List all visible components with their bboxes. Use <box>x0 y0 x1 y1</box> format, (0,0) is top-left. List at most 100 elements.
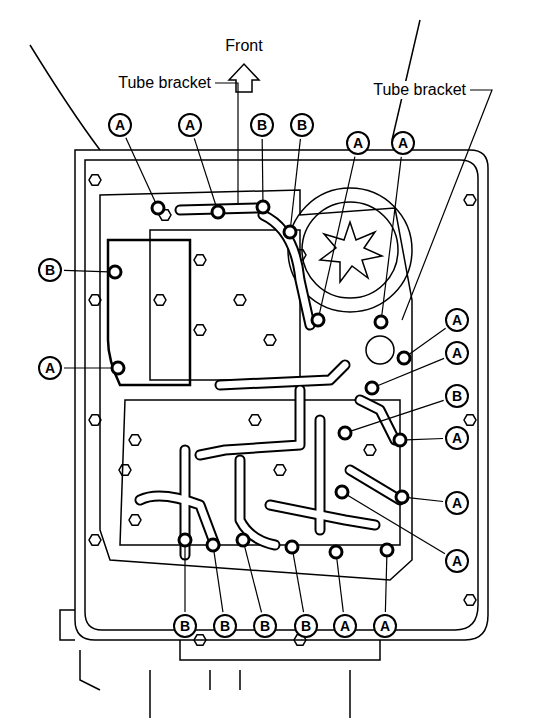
callout-letter: A <box>185 118 195 132</box>
hex-bolt <box>264 335 276 345</box>
housing-line <box>392 20 420 140</box>
leader-line <box>351 400 444 431</box>
callout-circle: B <box>253 614 277 638</box>
oil-pan-flange <box>75 150 488 640</box>
callout-circle: A <box>445 308 469 332</box>
hex-bolt <box>464 415 476 425</box>
direction-label: Front <box>223 37 264 55</box>
leader-line <box>382 157 402 316</box>
leader-line <box>215 83 238 205</box>
hex-bolt <box>194 635 206 645</box>
callout-letter: A <box>45 361 55 375</box>
leader-line <box>126 138 156 203</box>
hex-bolt <box>119 465 131 475</box>
leader-line <box>184 546 185 612</box>
hex-bolt <box>89 295 101 305</box>
callout-circle: A <box>108 113 132 137</box>
leader-line <box>337 558 344 612</box>
callout-letter: B <box>297 118 307 132</box>
callout-circle: B <box>250 113 274 137</box>
callout-letter: B <box>220 619 230 633</box>
hex-bolt <box>129 435 141 445</box>
callout-letter: A <box>452 431 462 445</box>
solenoid <box>366 336 394 364</box>
valve-body-plate <box>150 230 300 380</box>
bolt <box>330 546 342 558</box>
bolt <box>394 434 406 446</box>
front-arrow <box>229 64 259 92</box>
valve-body <box>100 190 412 580</box>
leader-line <box>347 495 445 554</box>
callout-letter: B <box>260 619 270 633</box>
hex-bolt <box>364 445 376 455</box>
hex-bolt <box>89 175 101 185</box>
callout-letter: A <box>353 136 363 150</box>
leader-line <box>406 438 443 439</box>
callout-circle: A <box>445 491 469 515</box>
callout-letter: B <box>45 263 55 277</box>
callout-letter: A <box>340 619 350 633</box>
bolt <box>257 201 269 213</box>
hex-bolt <box>154 295 166 305</box>
callout-circle: A <box>333 614 357 638</box>
leader-line <box>244 546 261 613</box>
callout-letter: A <box>380 619 390 633</box>
bolt <box>237 534 249 546</box>
leader-line <box>408 498 443 502</box>
bolt <box>286 541 298 553</box>
leader-line <box>293 553 304 612</box>
bolt <box>152 202 164 214</box>
callout-circle: A <box>445 426 469 450</box>
lower-valve-body <box>120 400 400 545</box>
callout-letter: B <box>301 619 311 633</box>
callout-circle: B <box>290 113 314 137</box>
callout-circle: A <box>178 113 202 137</box>
leader-line <box>262 139 264 201</box>
hex-bolt <box>194 325 206 335</box>
callout-letter: A <box>398 136 408 150</box>
callout-circle: B <box>213 614 237 638</box>
bolt <box>109 266 121 278</box>
callout-letter: B <box>452 389 462 403</box>
leader-line <box>319 157 355 314</box>
hex-bolt <box>464 195 476 205</box>
callout-letter: A <box>452 554 462 568</box>
leader-line <box>214 551 223 612</box>
oil-pan-flange <box>85 160 478 630</box>
callout-circle: A <box>38 356 62 380</box>
callout-letter: B <box>257 118 267 132</box>
callout-circle: A <box>373 614 397 638</box>
callout-circle: A <box>391 131 415 155</box>
callout-letter: B <box>180 619 190 633</box>
leader-line <box>402 90 492 320</box>
leader-line <box>291 139 301 226</box>
callout-letter: A <box>452 313 462 327</box>
part-label: Tube bracket <box>371 81 468 99</box>
callout-letter: A <box>452 346 462 360</box>
leader-line <box>64 367 112 368</box>
bolt <box>207 539 219 551</box>
callout-letter: A <box>115 118 125 132</box>
hex-bolt <box>464 595 476 605</box>
hex-bolt <box>194 255 206 265</box>
hex-bolt <box>89 415 101 425</box>
oil-strainer <box>302 202 398 298</box>
bolt <box>366 382 378 394</box>
bolt <box>336 486 348 498</box>
hex-bolt <box>274 465 286 475</box>
hex-bolt <box>234 295 246 305</box>
bolt <box>284 226 296 238</box>
bolt <box>339 427 351 439</box>
bolt <box>396 491 408 503</box>
callout-circle: A <box>445 341 469 365</box>
bolt <box>312 314 324 326</box>
leader-line <box>385 556 386 612</box>
callout-letter: A <box>452 496 462 510</box>
bolt <box>381 544 393 556</box>
hex-bolt <box>89 535 101 545</box>
callout-circle: B <box>173 614 197 638</box>
callout-circle: A <box>346 131 370 155</box>
callout-circle: B <box>445 384 469 408</box>
part-label: Tube bracket <box>116 74 213 92</box>
